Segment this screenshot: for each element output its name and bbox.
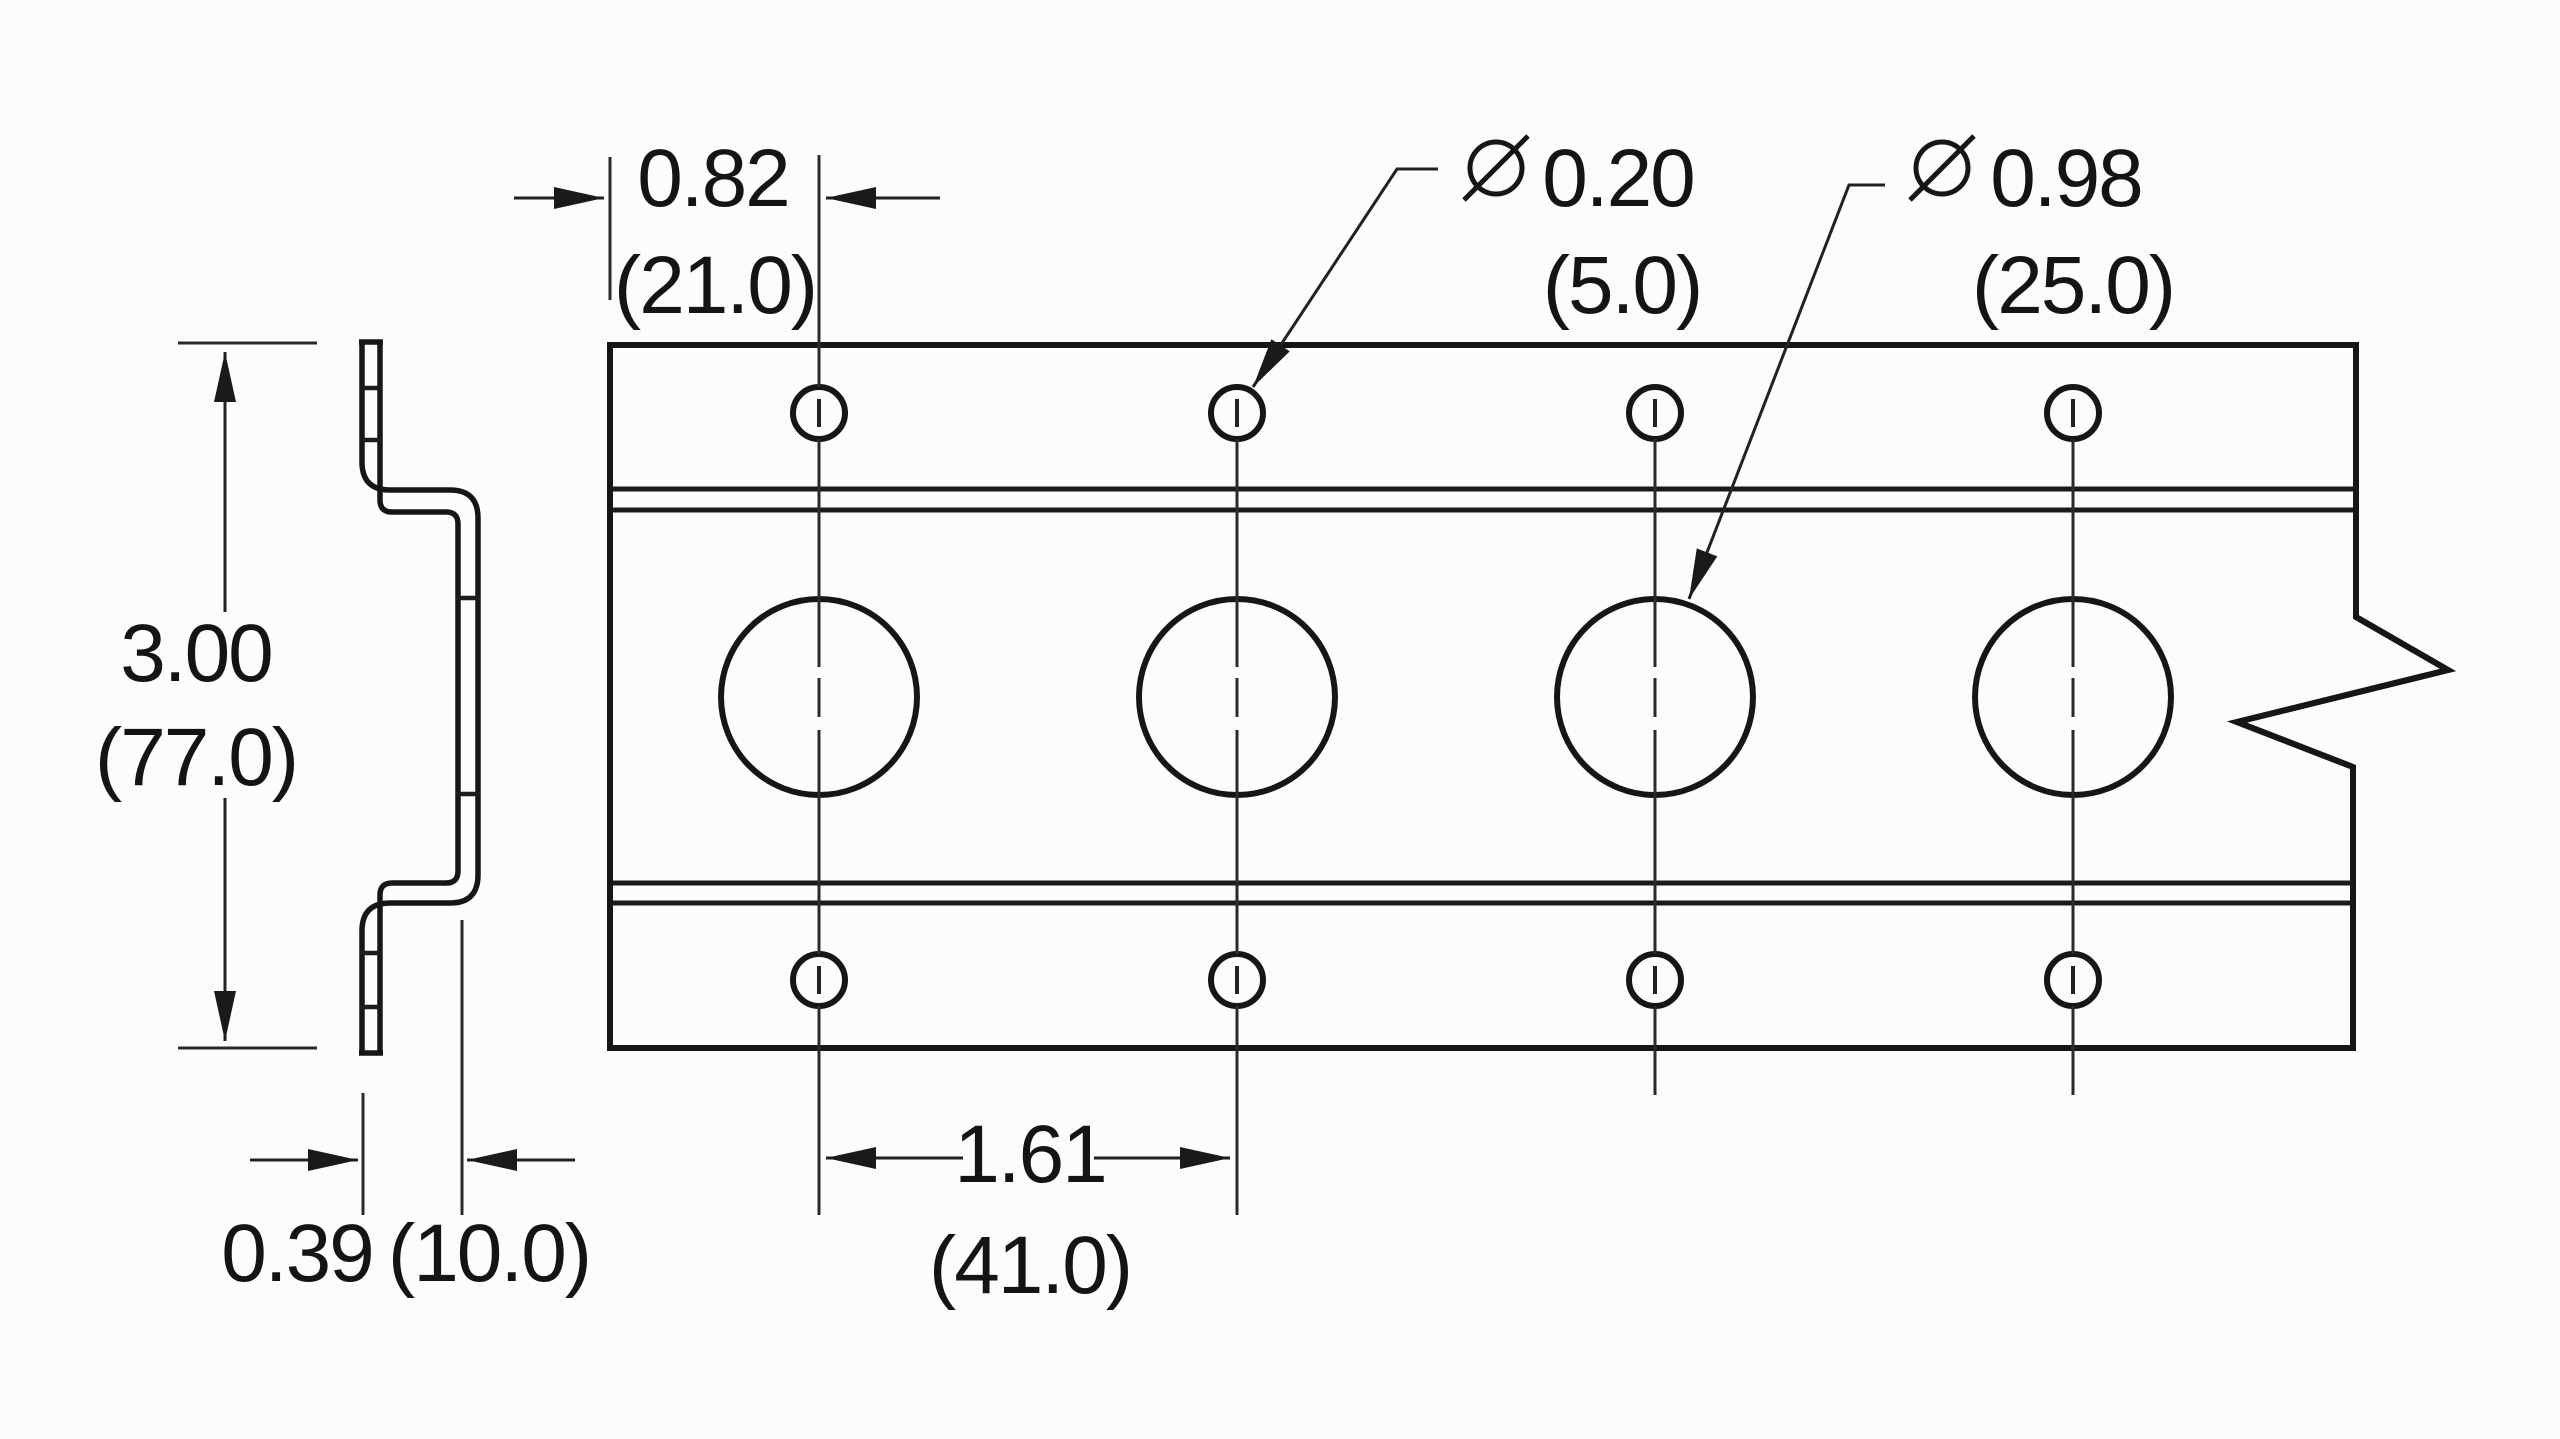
large-hole-metric: (25.0): [1972, 240, 2174, 331]
front-face-view: [607, 155, 2456, 1215]
large-hole-inch: 0.98: [1990, 133, 2142, 224]
profile-section-view: [359, 339, 481, 1056]
dim-edge-to-first-hole: 0.82 (21.0): [514, 133, 940, 331]
edge-offset-inch: 0.82: [637, 133, 789, 224]
diameter-icon: [1462, 134, 1530, 202]
depth-metric: (10.0): [388, 1208, 590, 1299]
small-hole-inch: 0.20: [1542, 133, 1694, 224]
dim-overall-height: 3.00 (77.0): [95, 341, 317, 1050]
diameter-icon: [1908, 134, 1976, 202]
leader-small-hole: [1251, 167, 1438, 388]
height-inch: 3.00: [120, 608, 272, 699]
depth-inch: 0.39: [221, 1208, 373, 1299]
dim-profile-depth: 0.39 (10.0): [221, 920, 592, 1299]
label-large-hole-dia: 0.98 (25.0): [1687, 133, 2176, 600]
sheet-outer-surface: [359, 342, 481, 1053]
label-small-hole-dia: 0.20 (5.0): [1251, 133, 1703, 388]
sheet-inner-surface: [377, 342, 461, 1053]
pitch-metric: (41.0): [929, 1220, 1131, 1311]
edge-offset-metric: (21.0): [614, 240, 816, 331]
small-hole-metric: (5.0): [1543, 240, 1702, 331]
height-metric: (77.0): [95, 712, 297, 803]
break-symbol: [2227, 614, 2456, 770]
pitch-inch: 1.61: [954, 1109, 1106, 1200]
dim-hole-pitch: 1.61 (41.0): [826, 1109, 1230, 1311]
leader-large-hole: [1687, 183, 1885, 600]
